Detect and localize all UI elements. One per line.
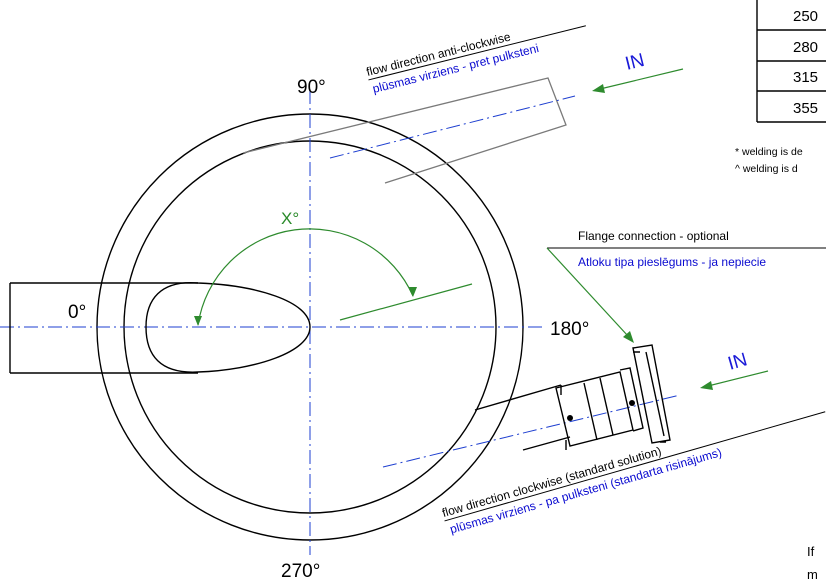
table-row-3: 315 bbox=[793, 69, 818, 86]
angle-x-label: X° bbox=[281, 209, 299, 228]
inlet-pipe-clockwise bbox=[382, 344, 681, 468]
bolt-1 bbox=[567, 415, 573, 421]
size-table: 250 280 315 355 bbox=[756, 0, 826, 123]
flange bbox=[632, 344, 671, 444]
cut-text-line-2: m bbox=[807, 567, 818, 582]
table-row-2: 280 bbox=[793, 39, 818, 56]
clockwise-label-lv: plūsmas virziens - pa pulksteni (standar… bbox=[448, 445, 723, 536]
flange-label-lv: Atloku tipa pieslēgums - ja nepiecie bbox=[578, 255, 766, 269]
flange-label-en: Flange connection - optional bbox=[578, 229, 729, 243]
in-label-anticlockwise: IN bbox=[623, 50, 647, 75]
angle-180-label: 180° bbox=[550, 319, 589, 340]
angle-90-label: 90° bbox=[297, 77, 326, 98]
footnote-welding-1: * welding is de bbox=[735, 146, 803, 158]
table-row-1: 250 bbox=[793, 8, 818, 25]
outlet-pipe-0deg bbox=[9, 282, 311, 374]
table-row-4: 355 bbox=[793, 100, 818, 117]
bolt-2 bbox=[629, 400, 635, 406]
inlet-pipe-anticlockwise bbox=[242, 77, 576, 184]
angle-270-label: 270° bbox=[281, 561, 320, 582]
inlet-arrow-clockwise bbox=[700, 370, 769, 390]
footnote-welding-2: ^ welding is d bbox=[735, 163, 798, 175]
angle-0-label: 0° bbox=[68, 302, 86, 323]
inlet-arrow-anticlockwise bbox=[592, 68, 684, 93]
angle-x-arc: X° bbox=[194, 209, 473, 326]
cut-text-line-1: If bbox=[807, 544, 815, 559]
pipe-coupling bbox=[555, 371, 634, 447]
in-label-clockwise: IN bbox=[726, 349, 750, 374]
flange-leader-arrow bbox=[546, 247, 634, 343]
